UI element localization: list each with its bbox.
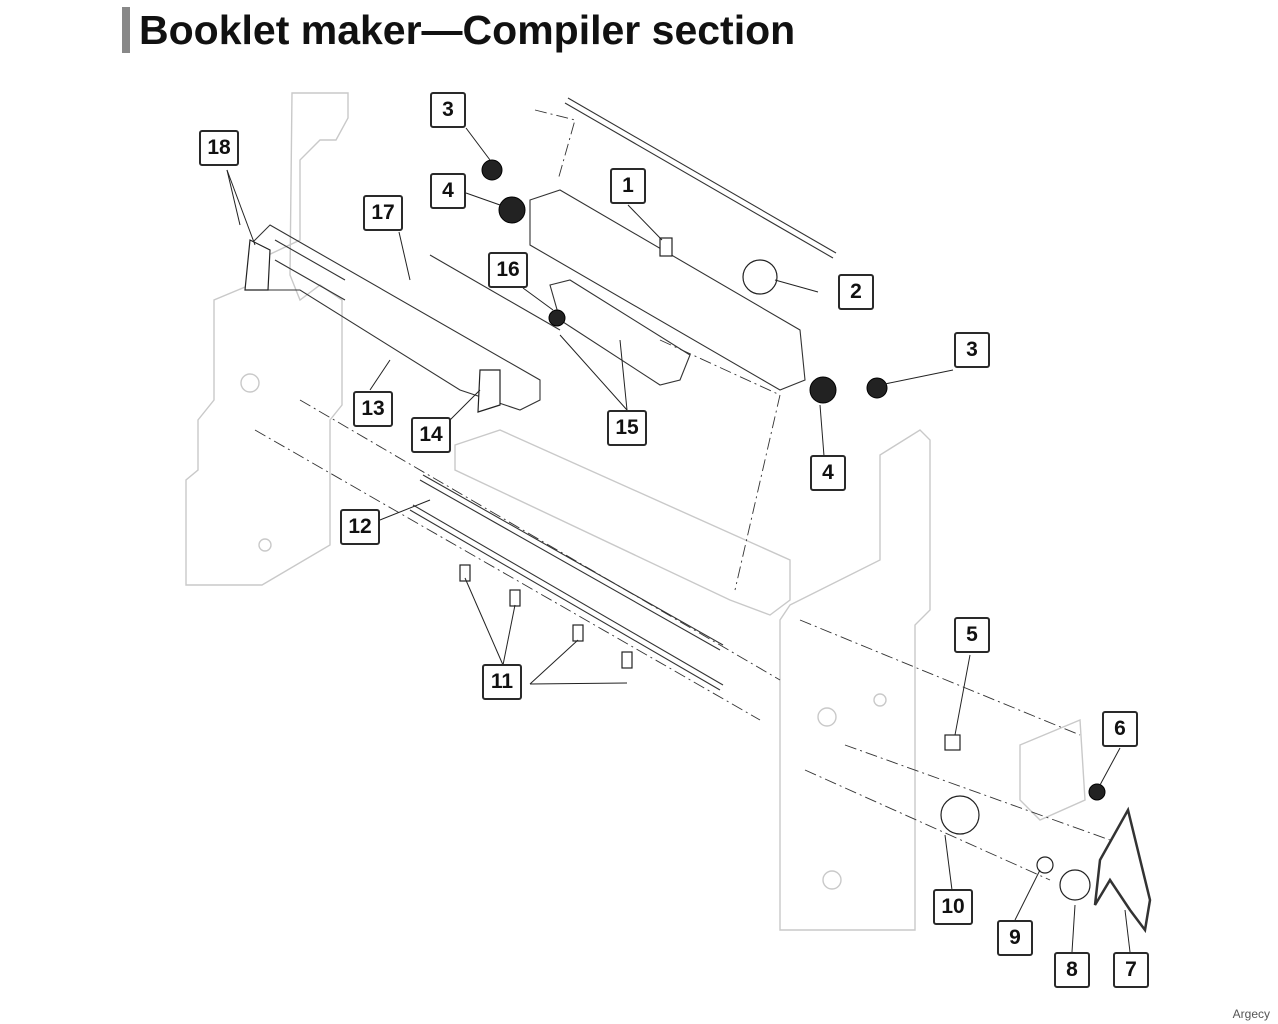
pulley bbox=[1059, 869, 1091, 901]
callout-16: 16 bbox=[488, 252, 528, 288]
motor bbox=[742, 259, 778, 295]
callout-2: 2 bbox=[838, 274, 874, 310]
belt bbox=[1093, 806, 1152, 934]
page-title: Booklet maker—Compiler section bbox=[139, 7, 796, 53]
gear bbox=[481, 159, 503, 181]
callout-14: 14 bbox=[411, 417, 451, 453]
callout-1: 1 bbox=[610, 168, 646, 204]
callout-18: 18 bbox=[199, 130, 239, 166]
callout-3-top: 3 bbox=[430, 92, 466, 128]
latch bbox=[244, 239, 271, 291]
sensor bbox=[659, 237, 673, 257]
drive-bracket bbox=[529, 189, 806, 391]
callout-4-top: 4 bbox=[430, 173, 466, 209]
sensor bbox=[621, 651, 633, 669]
callout-5: 5 bbox=[954, 617, 990, 653]
callout-13: 13 bbox=[353, 391, 393, 427]
gear bbox=[1088, 783, 1106, 801]
title-accent-bar bbox=[122, 7, 130, 53]
shaft bbox=[419, 479, 721, 651]
callout-10: 10 bbox=[933, 889, 973, 925]
rail bbox=[429, 254, 561, 331]
sensor bbox=[944, 734, 961, 751]
callout-11: 11 bbox=[482, 664, 522, 700]
sensor bbox=[509, 589, 521, 607]
watermark: Argecy bbox=[1232, 1007, 1270, 1021]
right-side-frame bbox=[779, 429, 931, 931]
compiler-tray bbox=[454, 429, 791, 616]
sensor bbox=[572, 624, 584, 642]
callout-17: 17 bbox=[363, 195, 403, 231]
gear bbox=[498, 196, 526, 224]
callout-6: 6 bbox=[1102, 711, 1138, 747]
pulley bbox=[1036, 856, 1054, 874]
gear bbox=[866, 377, 888, 399]
motor bbox=[940, 795, 980, 835]
callout-4-right: 4 bbox=[810, 455, 846, 491]
sensor bbox=[459, 564, 471, 582]
gear bbox=[548, 309, 566, 327]
left-side-frame bbox=[185, 92, 349, 586]
callout-12: 12 bbox=[340, 509, 380, 545]
callout-3-right: 3 bbox=[954, 332, 990, 368]
callout-7: 7 bbox=[1113, 952, 1149, 988]
callout-8: 8 bbox=[1054, 952, 1090, 988]
callout-9: 9 bbox=[997, 920, 1033, 956]
latch bbox=[477, 369, 501, 413]
gear bbox=[809, 376, 837, 404]
callout-15: 15 bbox=[607, 410, 647, 446]
